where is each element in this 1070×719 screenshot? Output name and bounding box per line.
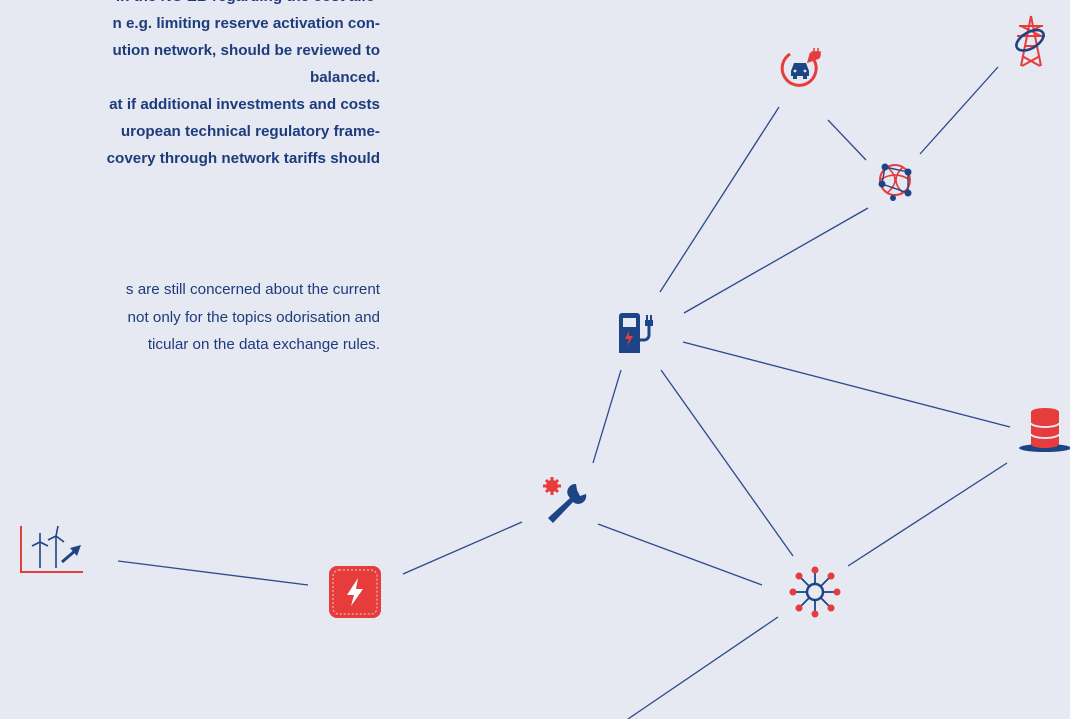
connector-line [827, 119, 867, 161]
bold-line: at if additional investments and costs [109, 96, 380, 113]
network-globe-icon [878, 163, 912, 201]
connector-line [682, 341, 1011, 428]
gas-storage-icon [1019, 408, 1070, 452]
electricity-icon [329, 566, 381, 618]
bold-line: in the NC EB regarding the cost allo- [0, 0, 380, 10]
plain-paragraph: s are still concerned about the current … [0, 276, 380, 359]
connector-line [117, 560, 309, 586]
bold-line: balanced. [309, 69, 380, 86]
bold-line: n e.g. limiting reserve activation con- [112, 15, 380, 32]
plain-line: ticular on the data exchange rules. [147, 336, 380, 353]
wind-growth-icon [20, 525, 83, 573]
bold-line: covery through network tariffs should [106, 150, 380, 167]
connector-line [627, 616, 779, 719]
connector-line [402, 521, 523, 575]
bold-line: uropean technical regulatory frame- [120, 123, 380, 140]
hub-icon [789, 566, 841, 618]
connector-line [597, 523, 763, 586]
connector-lines [117, 66, 1011, 719]
tools-icon [543, 477, 587, 523]
connector-line [919, 66, 999, 155]
power-pylon-icon [1015, 15, 1045, 67]
bold-paragraph: in the NC EB regarding the cost allo- n … [0, 0, 380, 172]
bold-line: ution network, should be reviewed to [112, 42, 381, 59]
plain-line: not only for the topics odorisation and [127, 308, 380, 326]
connector-line [660, 369, 794, 557]
connector-line [847, 462, 1008, 567]
plain-line: s are still concerned about the current [125, 281, 380, 298]
ev-charging-cycle-icon [780, 48, 821, 87]
connector-line [659, 106, 780, 293]
charging-station-icon [619, 313, 653, 353]
connector-line [592, 369, 622, 464]
connector-line [683, 207, 869, 314]
